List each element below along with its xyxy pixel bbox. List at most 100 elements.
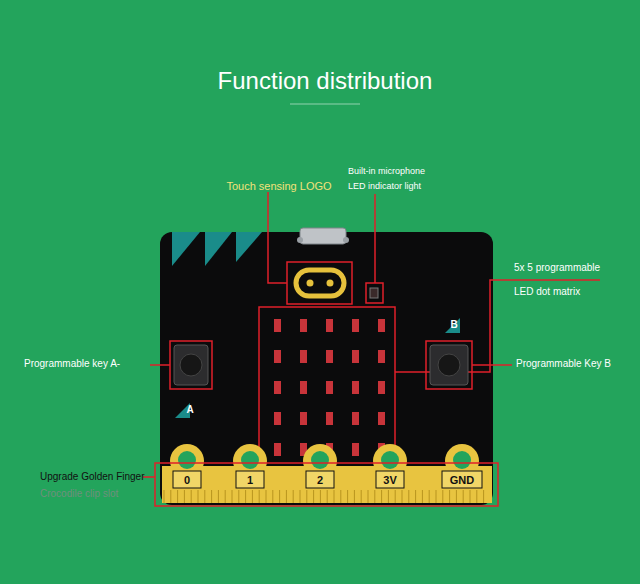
usb-hole [297, 237, 303, 243]
microphone-led [370, 288, 378, 298]
led [378, 350, 385, 363]
golden-fingers [164, 444, 484, 503]
part-label: LED indicator light [348, 181, 421, 191]
part-label: Programmable Key B [516, 358, 611, 370]
finger-stripe [354, 490, 355, 503]
usb-connector [300, 228, 346, 244]
pin-label-plate [173, 471, 201, 488]
button-mark [445, 318, 460, 333]
led [352, 443, 359, 456]
pin-hole [453, 451, 471, 469]
led [326, 412, 333, 425]
pin-name: 1 [247, 474, 253, 487]
finger-stripe [177, 490, 178, 503]
leader-line [472, 364, 512, 366]
button-b [430, 345, 468, 385]
finger-stripe [476, 490, 477, 503]
finger-stripe [211, 490, 212, 503]
part-label: Upgrade Golden Finger [40, 471, 145, 483]
pin-label-plate [376, 471, 404, 488]
pin-label-plate [442, 471, 482, 488]
finger-stripe [470, 490, 471, 503]
pin-name: 0 [184, 474, 190, 487]
finger-stripe [368, 490, 369, 503]
finger-stripe [463, 490, 464, 503]
finger-stripe [293, 490, 294, 503]
highlight-box [426, 341, 472, 389]
finger-stripe [456, 490, 457, 503]
led [274, 319, 281, 332]
finger-stripe [306, 490, 307, 503]
finger-stripe [204, 490, 205, 503]
pin-name: GND [450, 474, 474, 487]
led [300, 412, 307, 425]
board-corner-mark [205, 232, 232, 266]
finger-stripe [449, 490, 450, 503]
finger-stripe [388, 490, 389, 503]
finger-stripe [245, 490, 246, 503]
finger-stripe [347, 490, 348, 503]
touch-logo-dot [327, 280, 334, 287]
finger-stripe [225, 490, 226, 503]
leader-line [150, 364, 170, 366]
led [378, 381, 385, 394]
button-letter: A [186, 404, 193, 416]
highlight-box [366, 283, 383, 303]
usb-hole [343, 237, 349, 243]
finger-stripe [300, 490, 301, 503]
finger-stripe [422, 490, 423, 503]
pin-name: 2 [317, 474, 323, 487]
part-label: Crocodile clip slot [40, 488, 118, 500]
button-letter: B [450, 319, 457, 331]
pin-hole [241, 451, 259, 469]
finger-stripe [252, 490, 253, 503]
finger-stripe [170, 490, 171, 503]
leader-line [374, 194, 376, 283]
led [352, 412, 359, 425]
finger-stripe [327, 490, 328, 503]
finger-stripe [415, 490, 416, 503]
button-b-cap [438, 354, 460, 376]
finger-stripe [232, 490, 233, 503]
finger-stripe [436, 490, 437, 503]
board-corner-mark [172, 232, 200, 266]
led [352, 319, 359, 332]
part-label: Programmable key A- [24, 358, 120, 370]
finger-stripe [238, 490, 239, 503]
led [274, 412, 281, 425]
highlight-box [287, 262, 352, 304]
button-a [174, 345, 208, 385]
finger-stripe [402, 490, 403, 503]
finger-stripe [429, 490, 430, 503]
pin-hole [311, 451, 329, 469]
finger-stripe [198, 490, 199, 503]
diagram-title: Function distribution [218, 67, 433, 95]
finger-stripe [374, 490, 375, 503]
finger-stripe [218, 490, 219, 503]
pin-hole [178, 451, 196, 469]
finger-stripe [272, 490, 273, 503]
finger-stripe [313, 490, 314, 503]
led [300, 319, 307, 332]
led [352, 381, 359, 394]
button-a-cap [180, 354, 202, 376]
finger-stripe [266, 490, 267, 503]
finger-stripe [408, 490, 409, 503]
led [326, 319, 333, 332]
highlight-box [170, 341, 212, 389]
led-matrix [274, 319, 385, 456]
finger-stripe [320, 490, 321, 503]
finger-stripe [483, 490, 484, 503]
leader-line [143, 476, 155, 478]
part-label: 5x 5 programmable [514, 262, 600, 274]
pin-name: 3V [383, 474, 396, 487]
led [274, 350, 281, 363]
pin-label-plate [236, 471, 264, 488]
finger-stripe [334, 490, 335, 503]
part-label: Touch sensing LOGO [226, 180, 331, 193]
finger-stripe [164, 490, 165, 503]
led [378, 412, 385, 425]
touch-logo [296, 270, 344, 296]
title-rule [290, 104, 360, 105]
pin-hole [381, 451, 399, 469]
